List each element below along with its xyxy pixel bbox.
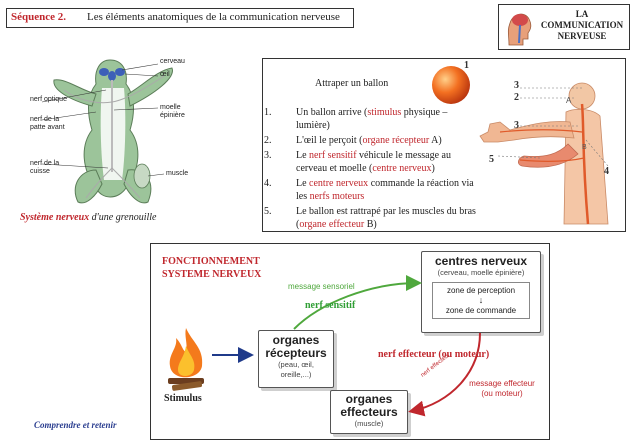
step-keyword: stimulus [367,107,402,118]
step-keyword: nerfs moteurs [309,191,365,202]
step-text-part: A) [429,135,442,146]
frog-caption: Système nerveux d'une grenouille [20,212,240,223]
header-box: Séquence 2. Les éléments anatomiques de … [6,8,354,28]
steps-list: 1. Un ballon arrive (stimulus physique – … [258,106,483,233]
recepteurs-sub-1: (peau, œil, [278,360,314,369]
step-keyword: nerf sensitif [309,150,357,161]
nerf-sensitif-label: nerf sensitif [305,300,356,311]
nerf-effecteur-label: nerf effecteur (ou moteur) [378,349,490,360]
step-text-part: Un ballon arrive ( [296,107,368,118]
logo-box: LA COMMUNICATION NERVEUSE [498,4,630,50]
recepteurs-sub-2: oreille,...) [280,370,312,379]
step-number: 2. [264,135,272,146]
frog-caption-rest: d'une grenouille [89,212,157,223]
flow-arrows [212,275,481,417]
step-keyword: organe effecteur [299,219,365,230]
down-arrow-icon: ↓ [478,295,484,305]
message-sensoriel-label: message sensoriel [288,282,355,291]
step-text-part: commande la réaction via les [296,178,474,202]
frog-caption-highlight: Système nerveux [20,212,90,223]
step-text-part: B) [364,219,377,230]
frog-label-cerveau: cerveau [160,58,185,65]
step-item: 3. Le nerf sensitif véhicule le message a… [258,149,483,175]
step-keyword: organe récepteur [362,135,430,146]
step-text-part: physique – lumière) [296,107,448,131]
organes-recepteurs-box: organes récepteurs (peau, œil, oreille,.… [258,330,334,388]
marker-1: 1 [464,60,469,71]
footer-label: Comprendre et retenir [34,420,117,430]
logo-line-1: LA [575,9,589,19]
step-text: Le ballon est rattrapé par les muscles d… [296,205,483,231]
centres-title: centres nerveux [434,254,528,268]
step-number: 1. [264,107,272,118]
message-effecteur-line-1: message effecteur [469,379,535,388]
sensitive-arrow [293,275,422,330]
effecteurs-line-1: organes [345,392,393,406]
marker-3b: 3 [514,120,519,131]
marker-4: 4 [604,166,609,177]
logo-line-3: NERVEUSE [557,31,607,41]
zone-perception: zone de perception [446,286,516,295]
step-number: 3. [264,150,272,161]
step-item: 4. Le centre nerveux commande la réaction… [258,177,483,203]
step-text: Le nerf sensitif véhicule le message au … [296,149,483,175]
organes-effecteurs-box: organes effecteurs (muscle) [330,390,408,434]
zone-commande: zone de commande [445,306,517,315]
step-number: 4. [264,178,272,189]
step-text: Le centre nerveux commande la réaction v… [296,177,483,203]
step-text-part: ) [431,163,435,174]
motor-arrow [408,332,481,417]
frog-label-nerf-patte: nerf de la patte avant [30,116,65,131]
head-logo-icon [507,13,532,46]
step-text: L'œil le perçoit (organe récepteur A) [296,134,442,147]
frog-label-nerf-optique: nerf optique [30,96,67,103]
step-text-part: Le ballon est rattrapé par les muscles d… [296,206,476,230]
step-text-part: L'œil le perçoit ( [296,135,363,146]
marker-B: B [582,144,587,151]
step-keyword: centre nerveux [372,163,432,174]
step-keyword: centre nerveux [309,178,369,189]
function-title: FONCTIONNEMENT SYSTEME NERVEUX [162,255,261,281]
zones-box: zone de perception ↓ zone de commande [432,282,530,319]
logo-text: LA COMMUNICATION NERVEUSE [535,9,629,42]
marker-3a: 3 [514,80,519,91]
frog-label-muscle: muscle [166,170,189,177]
fire-icon [168,328,204,391]
marker-5: 5 [489,154,494,165]
frog-label-moelle: moelle épinière [160,104,185,119]
step-text-part: Le [296,178,310,189]
step-item: 1. Un ballon arrive (stimulus physique – … [258,106,483,132]
centres-nerveux-box: centres nerveux (cerveau, moelle épinièr… [421,251,541,333]
function-title-line-1: FONCTIONNEMENT [162,256,260,267]
arm-illustration [479,82,609,225]
centres-sub: (cerveau, moelle épinière) [437,268,525,277]
frog-label-oeil: œil [160,71,170,78]
recepteurs-line-1: organes [272,333,320,347]
marker-A: A [566,96,572,105]
step-item: 2. L'œil le perçoit (organe récepteur A) [258,134,483,147]
logo-line-2: COMMUNICATION [540,20,624,30]
effecteurs-line-2: effecteurs [340,405,398,419]
page-title: Les éléments anatomiques de la communica… [87,11,340,23]
recepteurs-line-2: récepteurs [265,346,327,360]
frog-drawing [41,59,173,204]
message-effecteur-label: message effecteur (ou moteur) [462,379,542,399]
marker-2: 2 [514,92,519,103]
frog-illustration: cerveau œil nerf optique nerf de la patt… [30,50,210,210]
sequence-label: Séquence 2. [11,11,66,23]
step-item: 5. Le ballon est rattrapé par les muscles… [258,205,483,231]
message-effecteur-line-2: (ou moteur) [481,389,523,398]
step-number: 5. [264,206,272,217]
step-text-part: véhicule le message au cerveau et moelle… [296,150,451,174]
step-text-part: Le [296,150,310,161]
step-text: Un ballon arrive (stimulus physique – lu… [296,106,483,132]
stimulus-label: Stimulus [164,393,202,404]
frog-label-nerf-cuisse: nerf de la cuisse [30,160,60,175]
ball-icon [432,66,470,104]
function-title-line-2: SYSTEME NERVEUX [162,269,262,280]
effecteurs-sub: (muscle) [354,419,384,428]
ball-panel-title: Attraper un ballon [315,78,389,89]
